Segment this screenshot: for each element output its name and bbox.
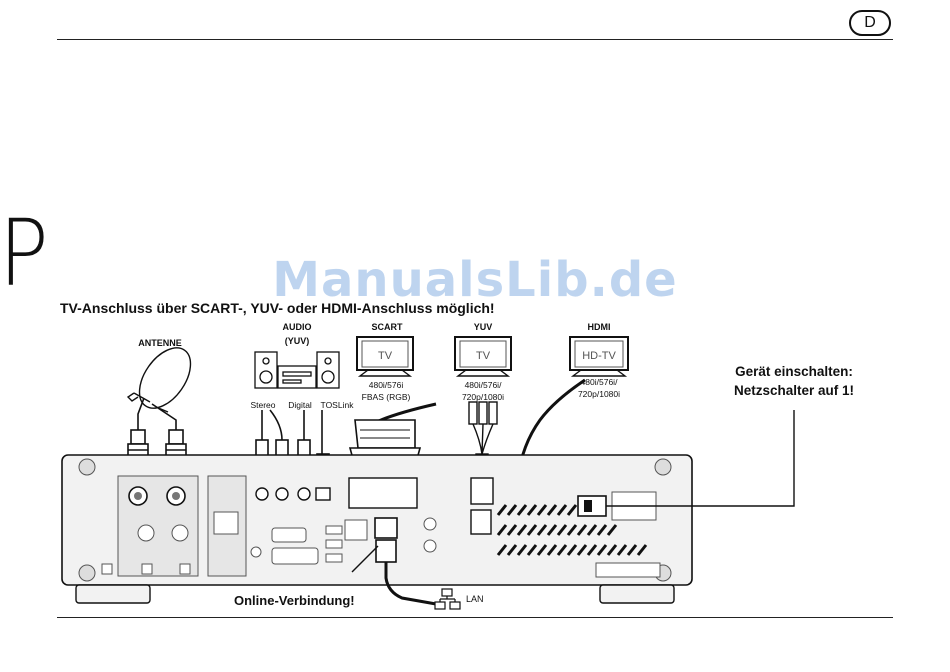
receiver-back-panel bbox=[62, 455, 692, 603]
scart-tv-text: TV bbox=[378, 350, 393, 362]
yuv-tv: TV bbox=[455, 337, 511, 376]
scart-tv: TV bbox=[357, 337, 413, 376]
satellite-dish-icon bbox=[128, 339, 201, 418]
stereo-system-icon bbox=[255, 352, 339, 388]
hdmi-tv-text: HD-TV bbox=[582, 350, 616, 362]
yuv-tv-text: TV bbox=[476, 350, 491, 362]
hdmi-tv: HD-TV bbox=[570, 337, 628, 376]
network-icon bbox=[435, 589, 460, 609]
